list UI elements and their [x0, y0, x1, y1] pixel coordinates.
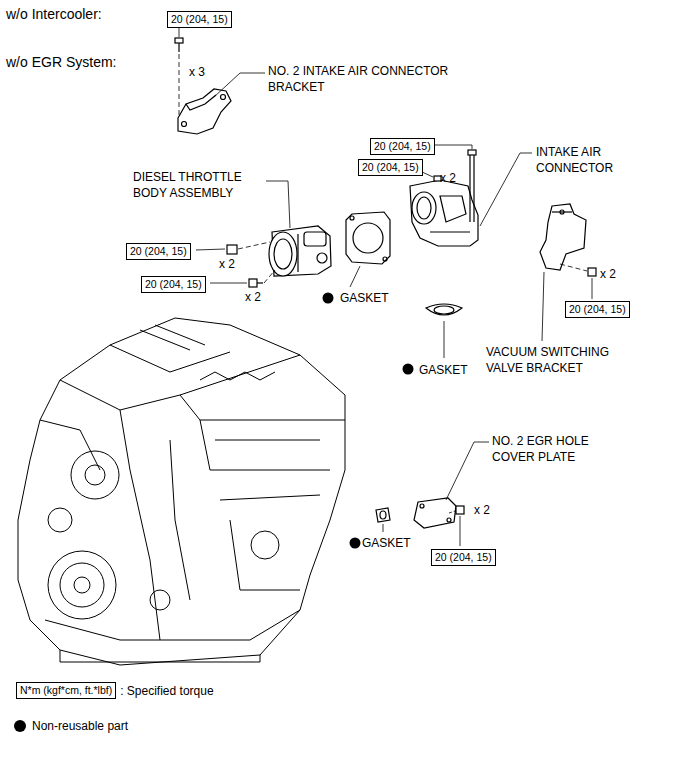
part-name: GASKET [419, 362, 468, 378]
part-name: NO. 2 EGR HOLE COVER PLATE [492, 433, 622, 465]
quantity-label: x 2 [245, 289, 261, 305]
part-name: VACUUM SWITCHING VALVE BRACKET [486, 344, 636, 376]
torque-box: 20 (204, 15) [565, 301, 630, 318]
non-reusable-mark [323, 293, 334, 304]
condition-heading: w/o EGR System: [6, 54, 116, 70]
torque-box: 20 (204, 15) [167, 11, 232, 28]
vsv-bracket-part [540, 204, 586, 270]
part-name: GASKET [340, 290, 389, 306]
torque-box: 20 (204, 15) [126, 243, 191, 260]
torque-box: 20 (204, 15) [431, 549, 496, 566]
intake-air-connector-part [410, 180, 478, 246]
legend-text: Non-reusable part [32, 718, 128, 734]
part-name: INTAKE AIR CONNECTOR [536, 144, 641, 176]
torque-value: 20 (204, 15) [130, 245, 187, 257]
torque-box: 20 (204, 15) [141, 276, 206, 293]
non-reusable-mark [403, 364, 414, 375]
torque-box: 20 (204, 15) [358, 159, 423, 176]
gasket-part [426, 304, 462, 315]
gasket-part [346, 212, 390, 264]
torque-value: 20 (204, 15) [362, 161, 419, 173]
torque-value: 20 (204, 15) [569, 303, 626, 315]
torque-value: 20 (204, 15) [374, 140, 431, 152]
bolt-symbol [434, 150, 476, 222]
condition-heading: w/o Intercooler: [6, 6, 102, 22]
non-reusable-mark [14, 720, 26, 732]
dashed-guide [179, 54, 180, 116]
torque-value: N*m (kgf*cm, ft.*lbf) [20, 684, 112, 696]
torque-value: 20 (204, 15) [435, 551, 492, 563]
part-name: GASKET [362, 535, 411, 551]
legend-text: : Specified torque [120, 683, 213, 699]
bracket-part [178, 89, 231, 134]
quantity-label: x 2 [219, 256, 235, 272]
non-reusable-mark [350, 538, 361, 549]
part-name: DIESEL THROTTLE BODY ASSEMBLY [133, 169, 263, 201]
bolt-symbol [588, 268, 596, 276]
quantity-label: x 2 [440, 170, 456, 186]
torque-value: 20 (204, 15) [171, 13, 228, 25]
bolt-symbol [175, 38, 183, 52]
throttle-body-part [269, 226, 331, 276]
torque-box: 20 (204, 15) [370, 138, 435, 155]
nut-symbol [456, 506, 464, 514]
part-name: NO. 2 INTAKE AIR CONNECTOR BRACKET [268, 63, 483, 95]
cover-plate-part [414, 498, 456, 528]
quantity-label: x 3 [189, 64, 205, 80]
quantity-label: x 2 [474, 502, 490, 518]
engine-illustration [18, 318, 345, 665]
legend-torque-box: N*m (kgf*cm, ft.*lbf) [16, 682, 116, 699]
torque-value: 20 (204, 15) [145, 278, 202, 290]
quantity-label: x 2 [600, 266, 616, 282]
gasket-part [376, 508, 390, 522]
